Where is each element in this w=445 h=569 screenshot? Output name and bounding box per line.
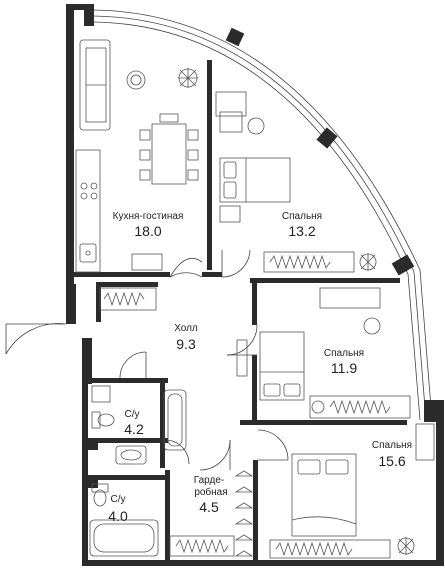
stove-icon [80,182,98,200]
bedroom3-furniture [269,423,435,559]
plant-icon [397,537,415,555]
bath2-name: С/у [111,494,126,505]
interior-walls [74,60,407,565]
bedroom3-name: Спальня [372,440,412,451]
bed-icon [259,331,305,401]
kitchen-area: 18.0 [134,223,161,239]
bath1-area: 4.2 [124,421,144,437]
bed-icon [219,157,291,203]
hall-name: Холл [174,323,198,334]
toilet-icon [91,483,109,507]
bedroom3-area: 15.6 [378,453,405,469]
wardrobe-furniture [169,470,254,557]
bedroom1-name: Спальня [282,211,322,222]
hall-furniture [99,287,157,311]
bedroom2-area: 11.9 [331,360,357,376]
plant-icon [359,253,377,271]
sink-icon [79,243,97,263]
kitchen-furniture [75,39,199,273]
hanger-icon [234,470,254,557]
bathtub-icon [163,389,187,451]
wardrobe-name-line2: робная [194,486,227,498]
wardrobe-area: 4.5 [199,499,219,515]
bed-icon [291,453,357,537]
bath2-area: 4.0 [108,508,128,524]
bath1-furniture [91,385,187,451]
plant-icon [178,68,198,88]
bath2-furniture [89,445,159,557]
bath1-name: С/у [125,409,140,420]
exterior-walls [66,4,444,566]
sofa-icon [79,39,111,131]
room-labels: Кухня-гостиная 18.0 Спальня 13.2 Холл 9.… [108,211,412,524]
bedroom1-area: 13.2 [288,223,315,239]
bedroom2-furniture [259,287,411,419]
dining-table-icon [139,113,199,185]
curved-facade [84,4,438,422]
kitchen-name: Кухня-гостиная [113,211,184,222]
wardrobe-name-line1: Гарде- [194,475,224,486]
bedroom2-name: Спальня [324,348,364,359]
doors [5,249,289,471]
toilet-icon [91,411,115,429]
hall-area: 9.3 [176,336,196,352]
bedroom1-furniture [215,91,377,273]
bathtub-icon [89,519,159,557]
